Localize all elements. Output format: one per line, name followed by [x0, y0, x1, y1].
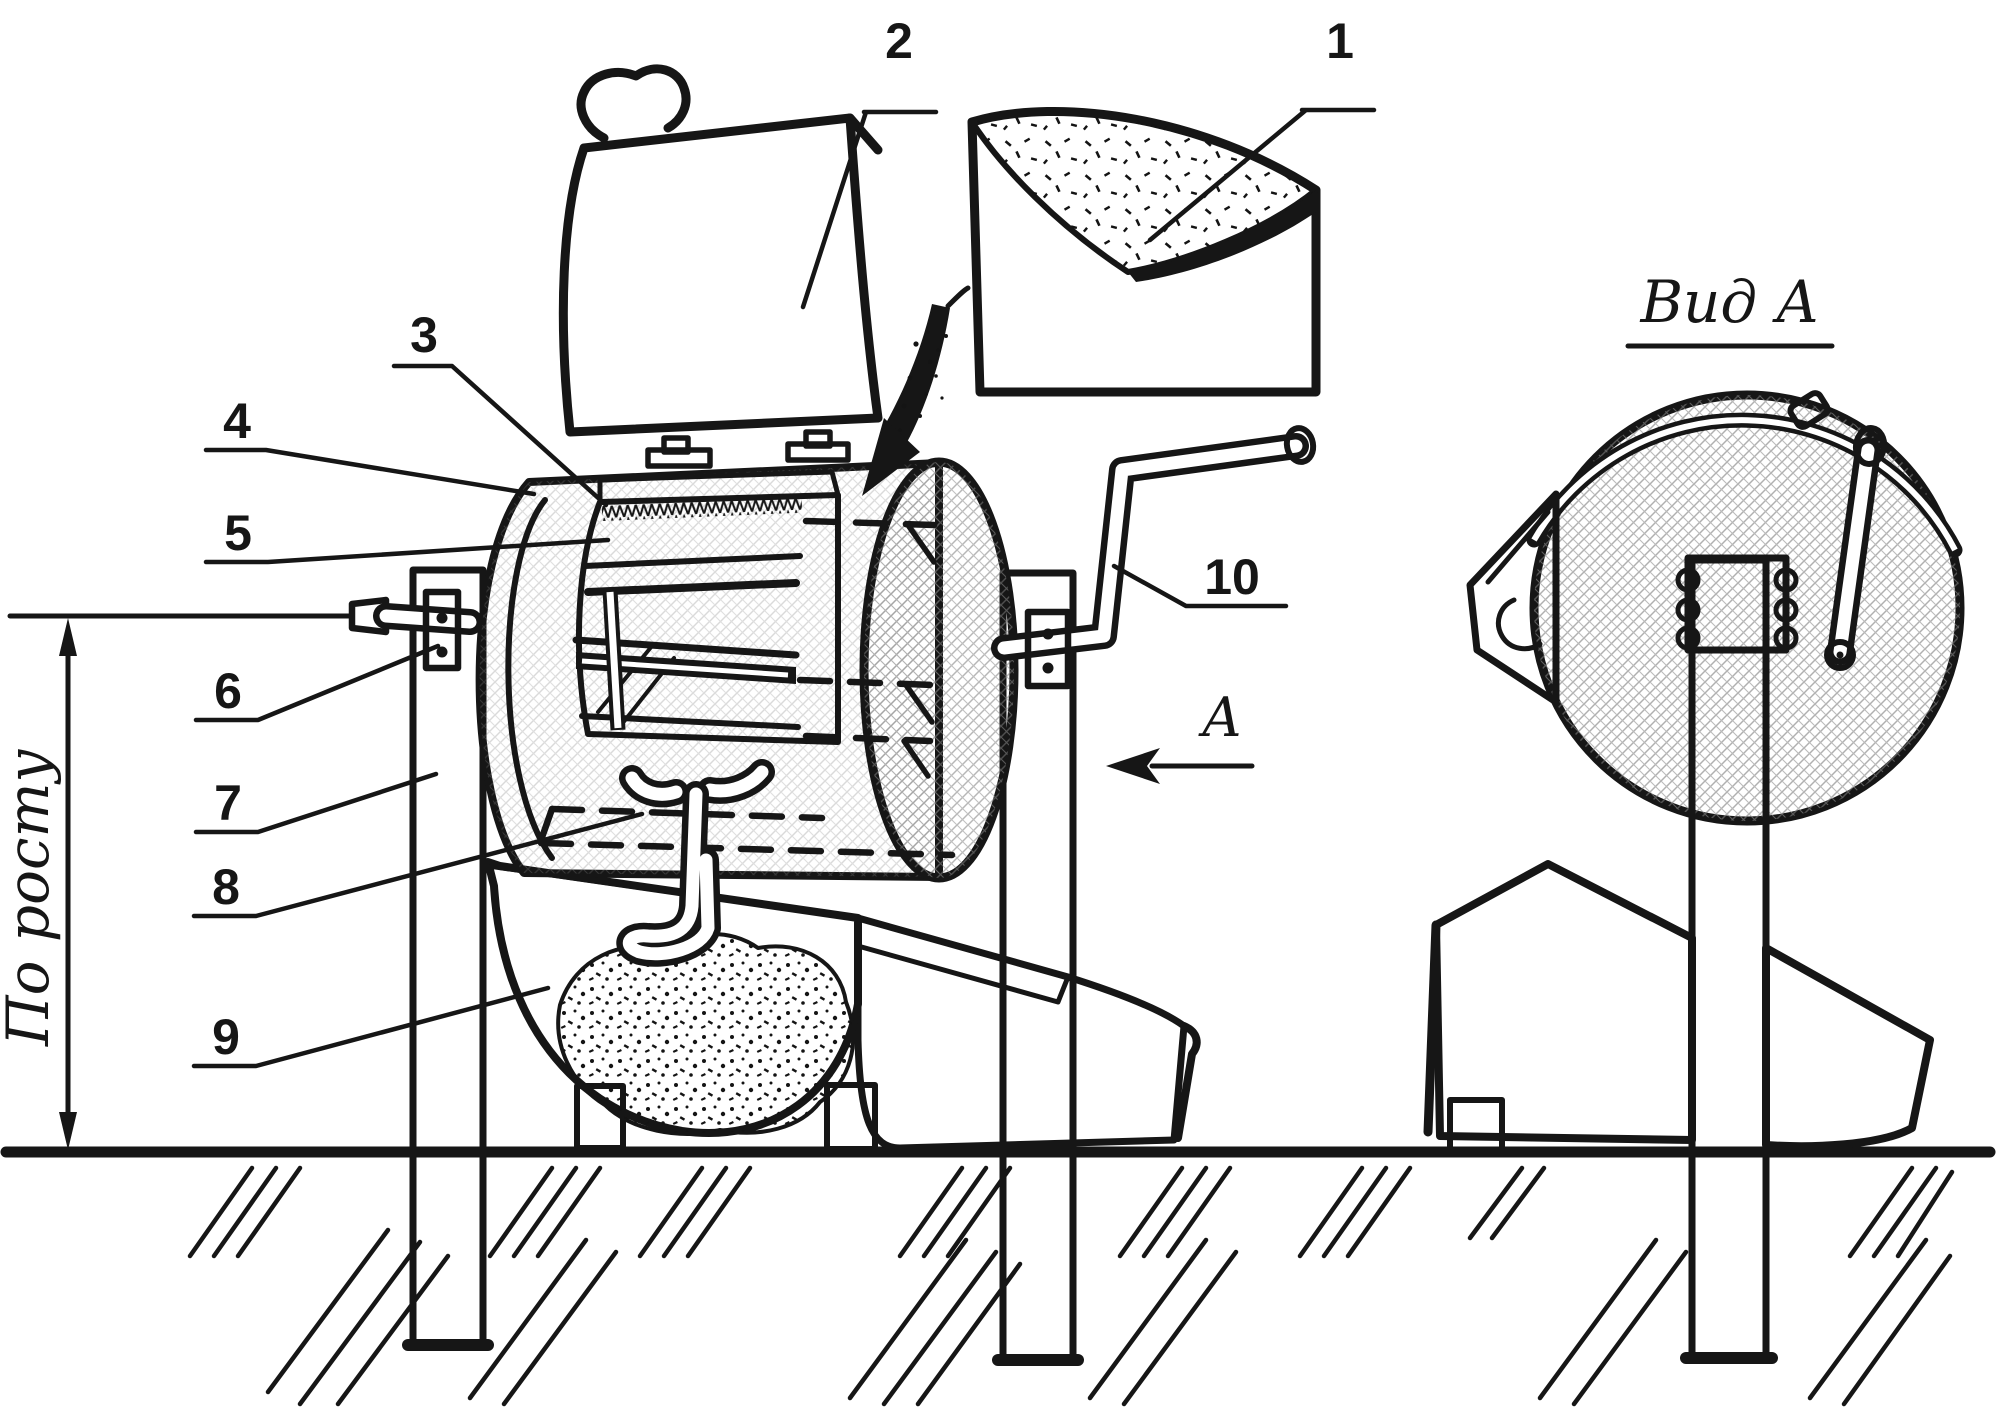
view-a-funnel: [1466, 490, 1560, 706]
feed-bucket: [967, 107, 1321, 397]
bolt-dot: [436, 646, 448, 658]
callout-6: 6: [214, 663, 242, 719]
leader-lines: [191, 107, 1377, 1069]
view-a-crank-grip: [1852, 425, 1888, 467]
view-a-trough-leg: [1447, 1097, 1505, 1153]
callout-1: 1: [1326, 13, 1354, 69]
pour-arrow: [862, 285, 971, 496]
axle-and-crank: [348, 425, 1317, 690]
bucket-rim-shadow: [1128, 190, 1316, 282]
callout-4: 4: [223, 393, 251, 449]
view-a-crank-pivot: [1824, 639, 1856, 671]
view-a-pivot-dot: [1836, 651, 1844, 659]
wing-latch: [616, 759, 775, 967]
trough-chute: [854, 914, 1188, 1152]
callout-9: 9: [212, 1009, 240, 1065]
ground: [0, 1146, 1996, 1407]
bolt-dot: [436, 612, 448, 624]
support-posts: [402, 566, 1084, 1366]
view-direction-letter: А: [1198, 686, 1243, 749]
trough-leg-right: [824, 1082, 878, 1152]
crank-grip-end: [1283, 425, 1317, 465]
funnel-clip: [1496, 597, 1543, 652]
view-a-crank: [1824, 425, 1888, 671]
drum-end-face-texture: [864, 462, 1014, 878]
discharge-trough: [484, 858, 1201, 1152]
front-view: [348, 64, 1321, 1366]
view-a-hub-plate: [1675, 554, 1799, 654]
cutaway-near-edge: [597, 469, 841, 505]
grater-tooth-rack: [601, 497, 803, 521]
view-a-trough-left-edge: [1423, 920, 1441, 1137]
lid-handle-icon: [576, 64, 691, 143]
bucket-contents-speckles: [972, 111, 1316, 272]
drum-cutaway-window: [575, 492, 841, 745]
trough-spout-lip: [1174, 1022, 1201, 1142]
callout-8: 8: [212, 859, 240, 915]
hidden-edges-dashed: [536, 517, 956, 859]
view-a-title: Вид А: [1639, 268, 1819, 336]
callout-2: 2: [885, 13, 913, 69]
dimension-arrowhead-top: [59, 618, 77, 656]
shredded-material-speckles: [558, 933, 854, 1134]
drum-inner-strut: [602, 589, 626, 731]
bearing-bracket-left: [422, 588, 462, 672]
callouts: 1 2 3 4 5 6 7 8 9 10: [191, 13, 1377, 1069]
callout-7: 7: [214, 775, 242, 831]
view-a-trough-right: [1762, 944, 1934, 1151]
axle-end-left: [348, 596, 390, 636]
view-a-cover-band: [1526, 390, 1963, 558]
bolt-dot: [1042, 662, 1054, 674]
hidden-edge-ticks: [901, 522, 937, 779]
lid-corner-mark: [845, 113, 883, 155]
view-arrow-head: [1106, 748, 1160, 784]
bolt-dot: [1042, 628, 1054, 640]
ground-hatching: [187, 1165, 1955, 1407]
view-direction-a: А: [1106, 686, 1255, 784]
callout-10: 10: [1204, 549, 1260, 605]
band-end-tab: [1787, 390, 1831, 430]
dimension-label: По росту: [0, 749, 62, 1047]
callout-5: 5: [224, 505, 252, 561]
drum-lid: [558, 64, 883, 469]
crank-handle: [997, 439, 1303, 655]
bearing-bracket-right: [1024, 608, 1072, 690]
pour-speckles: [898, 330, 948, 432]
callout-3: 3: [410, 307, 438, 363]
grater-drum: [475, 457, 1019, 883]
dimension-arrowhead-bottom: [59, 1112, 77, 1150]
view-a: Вид А: [1423, 268, 1965, 1364]
drum-left-rim: [505, 497, 555, 861]
height-dimension: По росту: [0, 613, 355, 1150]
lid-latch-brackets: [645, 429, 851, 469]
